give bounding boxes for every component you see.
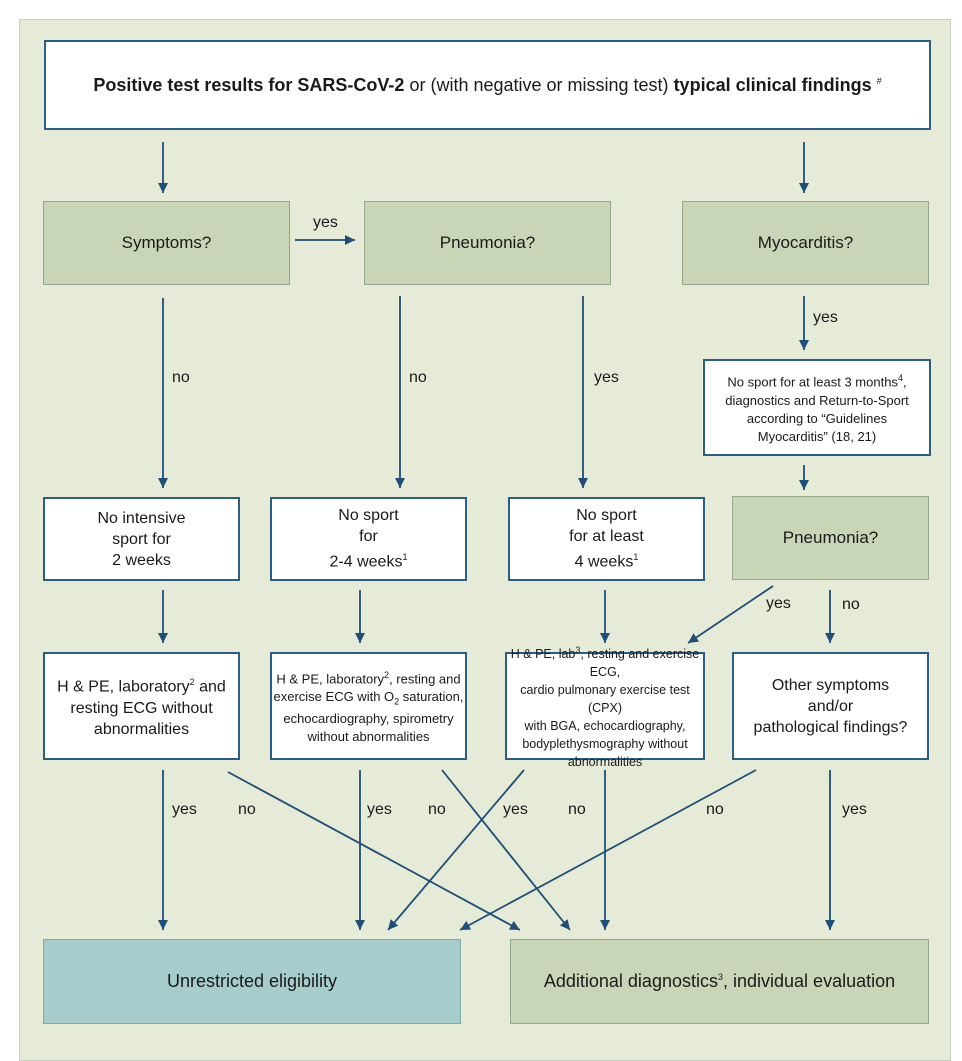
hpe3-text: H & PE, lab3, resting and exercise ECG, … [507,641,703,771]
flow-arrows [158,142,835,931]
other-symptoms-box: Other symptoms and/or pathological findi… [732,652,929,760]
additional-text: Additional diagnostics3, individual eval… [544,971,895,992]
unrestricted-eligibility-box: Unrestricted eligibility [43,939,461,1024]
hpe2-a: H & PE, laboratory [276,670,385,686]
symptoms-label: Symptoms? [121,233,212,252]
myo-rule-s1: 4 [897,373,903,384]
hpe1-sup: 2 [189,677,195,688]
hpe-ecg-box: H & PE, laboratory2 and resting ECG with… [43,652,240,760]
arrow-hpe1-no [227,771,521,931]
hpe1-l2: resting ECG without [70,699,213,717]
no-sport-24-l1: No sport [338,507,399,525]
no-intensive-sport-box: No intensive sport for 2 weeks [43,497,240,581]
hpe-cpx-box: H & PE, lab3, resting and exercise ECG, … [505,645,705,769]
hpe3-sup: 3 [575,644,581,655]
additional-a: Additional diagnostics [543,971,718,991]
hpe1-b: and [194,678,226,696]
label-no-pneumonia-2: no [842,596,860,613]
additional-b: , individual evaluation [723,971,896,991]
no-intensive-l1: No intensive [97,509,186,527]
hpe2-b: , resting and [389,670,461,686]
label-yes-other: yes [842,801,867,818]
myocarditis-rule-text: No sport for at least 3 months4, diagnos… [725,369,909,445]
hpe2-sup: 2 [384,669,390,680]
label-yes-hpe1: yes [172,801,197,818]
label-yes-pneumonia: yes [594,369,619,386]
entry-bold-1: Positive test results for SARS-CoV-2 [93,74,405,95]
hpe1-l3: abnormalities [93,720,190,738]
no-sport-4-weeks-box: No sport for at least 4 weeks1 [508,497,705,581]
hpe3-a: H & PE, lab [510,647,576,662]
hpe2-sub: 2 [394,696,400,707]
hpe2-l3: echocardiography, spirometry [283,711,454,727]
hpe1-text: H & PE, laboratory2 and resting ECG with… [57,672,226,739]
label-no-hpe2: no [428,801,446,818]
myo-rule-l1b: , [902,374,907,390]
label-yes-symptoms: yes [313,214,338,231]
pneumonia-label: Pneumonia? [439,233,536,252]
arrow-pneumonia2-yes [687,585,774,644]
myo-rule-l1a: No sport for at least 3 months [727,374,898,390]
unrestricted-label: Unrestricted eligibility [166,971,338,991]
myo-rule-l2: diagnostics and Return-to-Sport [725,392,909,408]
no-sport-4-sup: 1 [633,552,639,563]
other-l1: Other symptoms [771,676,890,694]
no-sport-4-l2: for at least [569,528,644,546]
no-sport-24-sup: 1 [402,552,408,563]
label-yes-pneumonia-2: yes [766,595,791,612]
hpe-exercise-ecg-box: H & PE, laboratory2, resting and exercis… [270,652,467,760]
hpe2-d: saturation, [399,688,464,704]
label-yes-hpe2: yes [367,801,392,818]
no-sport-24-l3: 2-4 weeks [329,553,403,571]
hpe2-c: exercise ECG with O [273,688,395,704]
hpe3-l3: with BGA, echocardiography, [524,719,686,734]
no-sport-2-4-text: No sport for 2-4 weeks1 [330,505,408,572]
pneumonia-2-decision: Pneumonia? [732,496,929,580]
symptoms-decision: Symptoms? [43,201,290,285]
other-l3: pathological findings? [753,718,908,736]
myocarditis-decision: Myocarditis? [682,201,929,285]
hpe3-b: , resting and exercise ECG, [580,647,700,680]
hpe1-a: H & PE, laboratory [57,678,190,696]
other-text: Other symptoms and/or pathological findi… [754,675,908,738]
no-intensive-l2: sport for [112,530,171,548]
label-no-hpe3: no [568,801,586,818]
entry-criteria-box: Positive test results for SARS-CoV-2 or … [44,40,931,130]
arrow-other-no [459,769,757,931]
no-sport-4-l3: 4 weeks [574,553,634,571]
additional-diagnostics-box: Additional diagnostics3, individual eval… [510,939,929,1024]
other-l2: and/or [807,697,854,715]
label-no-other: no [706,801,724,818]
no-sport-2-4-weeks-box: No sport for 2-4 weeks1 [270,497,467,581]
entry-mark: # [876,75,882,86]
hpe3-l2: cardio pulmonary exercise test (CPX) [520,683,690,716]
no-intensive-text: No intensive sport for 2 weeks [97,508,185,571]
no-intensive-l3: 2 weeks [112,551,171,569]
myo-rule-l3: according to “Guidelines [746,410,888,426]
additional-sup: 3 [717,972,723,982]
arrow-hpe3-yes [387,769,525,931]
entry-bold-2: typical clinical findings [673,74,872,95]
no-sport-4-l1: No sport [576,507,637,525]
pneumonia-decision: Pneumonia? [364,201,611,285]
hpe2-text: H & PE, laboratory2, resting and exercis… [274,666,464,747]
label-yes-hpe3: yes [503,801,528,818]
pneumonia-2-label: Pneumonia? [782,528,879,547]
hpe2-l4: without abnormalities [307,729,430,745]
label-no-pneumonia: no [409,369,427,386]
entry-criteria-text: Positive test results for SARS-CoV-2 or … [93,75,881,96]
entry-mid: or (with negative or missing test) [404,74,674,95]
arrow-hpe2-no [441,769,571,931]
label-no-hpe1: no [238,801,256,818]
myocarditis-label: Myocarditis? [757,233,854,252]
no-sport-4-text: No sport for at least 4 weeks1 [569,505,644,572]
no-sport-24-l2: for [359,528,378,546]
myocarditis-rule-box: No sport for at least 3 months4, diagnos… [703,359,931,456]
myo-rule-l4: Myocarditis” (18, 21) [757,428,877,444]
label-yes-myocarditis: yes [813,309,838,326]
label-no-symptoms: no [172,369,190,386]
hpe3-l5: abnormalities [567,755,643,770]
hpe3-l4: bodyplethysmography without [522,737,688,752]
